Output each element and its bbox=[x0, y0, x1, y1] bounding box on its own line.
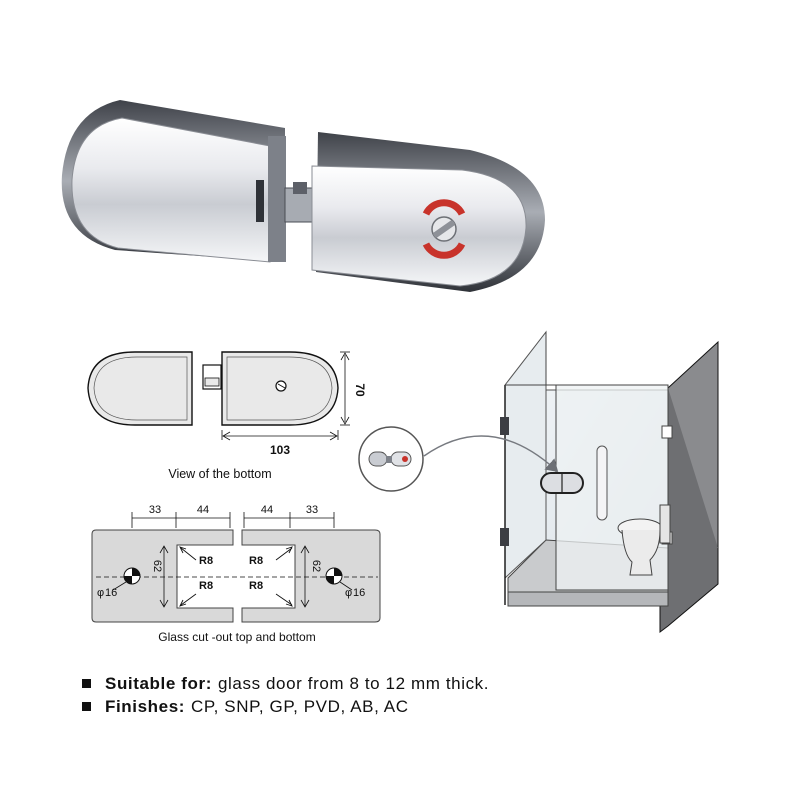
radius-label-1: R8 bbox=[199, 555, 213, 567]
right-notch-label: 44 bbox=[261, 504, 273, 516]
spec-label: Suitable for: bbox=[105, 673, 212, 693]
glass-cutout-drawing: 33 44 44 33 φ 16 φ 16 62 62 bbox=[91, 504, 381, 644]
right-offset-label: 33 bbox=[306, 504, 318, 516]
toilet bbox=[617, 504, 671, 576]
installed-lock bbox=[540, 472, 584, 494]
shower-enclosure-illustration bbox=[358, 330, 719, 633]
spec-list: Suitable for: glass door from 8 to 12 mm… bbox=[80, 672, 780, 718]
right-clamp-body bbox=[311, 165, 527, 287]
right-height-label: 62 bbox=[310, 560, 322, 572]
height-dimension-label: 70 bbox=[353, 383, 367, 397]
left-height-label: 62 bbox=[151, 560, 163, 572]
spec-label: Finishes: bbox=[105, 696, 186, 716]
bullet-square-icon bbox=[82, 679, 91, 688]
left-notch-label: 44 bbox=[197, 504, 209, 516]
spec-value: glass door from 8 to 12 mm thick. bbox=[217, 673, 490, 693]
cutout-caption: Glass cut -out top and bottom bbox=[158, 630, 315, 644]
bottom-view-drawing: 70 103 View of the bottom bbox=[87, 351, 367, 481]
left-offset-label: 33 bbox=[149, 504, 161, 516]
left-clamp-body bbox=[71, 117, 271, 263]
right-hole-label: 16 bbox=[353, 587, 365, 599]
width-dimension-label: 103 bbox=[270, 443, 290, 457]
right-hole-symbol: φ bbox=[345, 587, 352, 599]
bottom-view-caption: View of the bottom bbox=[168, 467, 271, 481]
spec-value: CP, SNP, GP, PVD, AB, AC bbox=[191, 696, 409, 716]
bullet-square-icon bbox=[82, 702, 91, 711]
radius-label-4: R8 bbox=[249, 580, 263, 592]
radius-label-3: R8 bbox=[249, 555, 263, 567]
radius-label-2: R8 bbox=[199, 580, 213, 592]
lock-indicator bbox=[422, 199, 466, 259]
spec-suitable-for: Suitable for: glass door from 8 to 12 mm… bbox=[80, 672, 780, 695]
lock-callout bbox=[358, 426, 559, 492]
spec-finishes: Finishes: CP, SNP, GP, PVD, AB, AC bbox=[80, 695, 780, 718]
left-hole-symbol: φ bbox=[97, 587, 104, 599]
product-photo bbox=[61, 100, 545, 292]
left-hole-label: 16 bbox=[105, 587, 117, 599]
